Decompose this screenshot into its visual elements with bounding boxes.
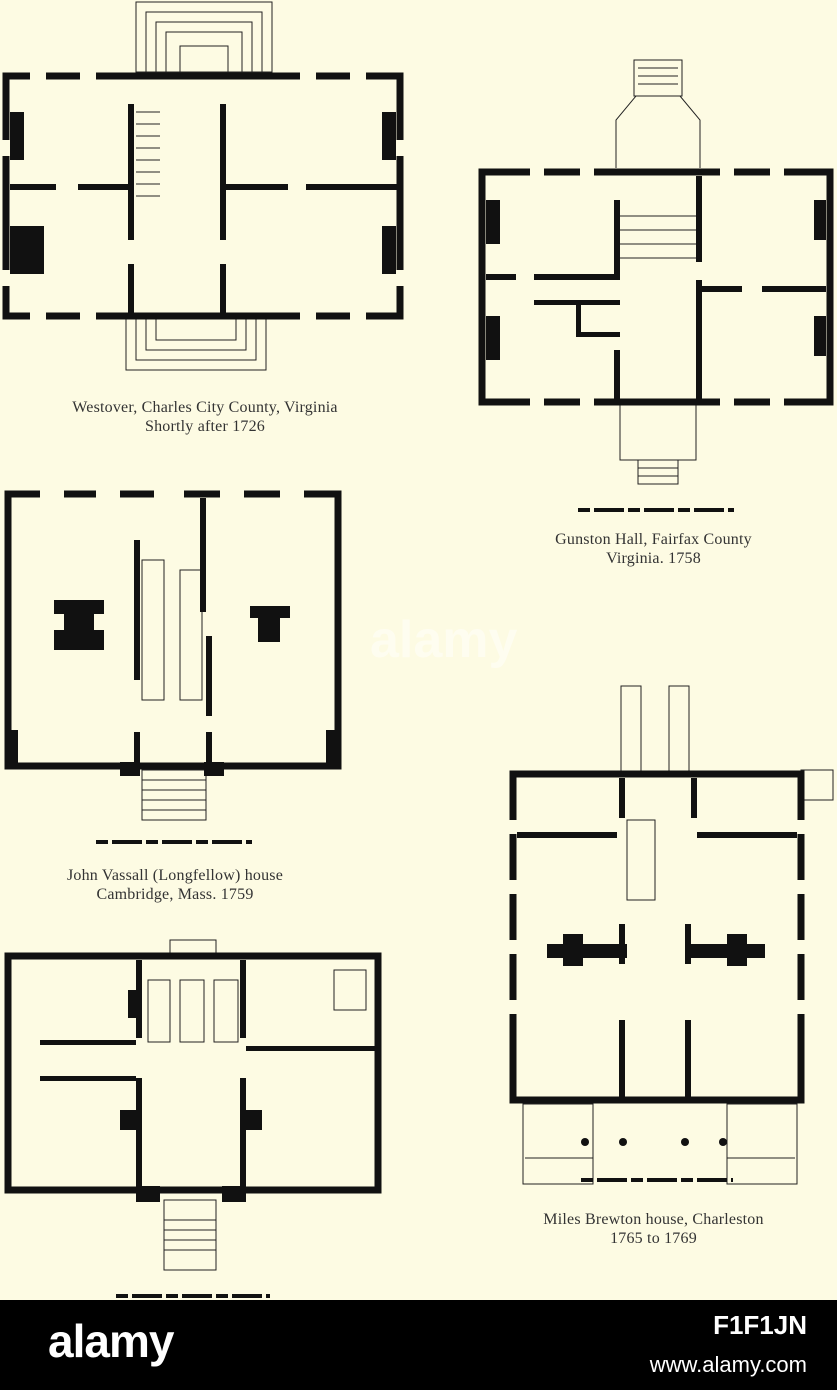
gunston-hall-caption: Gunston Hall, Fairfax County Virginia. 1…: [470, 530, 837, 568]
gunston-hall-floor-plan: [478, 59, 834, 512]
fifth-floor-plan: [4, 939, 382, 1298]
stock-footer-bar: alamy F1F1JN www.alamy.com: [0, 1300, 837, 1390]
watermark-logo: alamy: [370, 611, 518, 669]
caption-line-1: Westover, Charles City County, Virginia: [72, 399, 338, 416]
miles-brewton-floor-plan: [509, 685, 834, 1185]
site-url: www.alamy.com: [649, 1352, 807, 1377]
caption-line-1: Gunston Hall, Fairfax County: [555, 531, 752, 548]
westover-caption: Westover, Charles City County, Virginia …: [0, 398, 410, 436]
caption-line-2: Virginia. 1758: [606, 550, 701, 567]
caption-line-1: John Vassall (Longfellow) house: [66, 867, 284, 884]
caption-line-2: 1765 to 1769: [610, 1230, 697, 1247]
westover-floor-plan: [2, 1, 404, 371]
miles-brewton-caption: Miles Brewton house, Charleston 1765 to …: [470, 1210, 837, 1248]
caption-line-2: Shortly after 1726: [144, 418, 266, 435]
caption-line-1: Miles Brewton house, Charleston: [543, 1211, 764, 1228]
john-vassall-caption: John Vassall (Longfellow) house Cambridg…: [0, 866, 350, 904]
alamy-logo: alamy: [48, 1315, 174, 1367]
image-id: F1F1JN: [713, 1310, 807, 1340]
floor-plan-plate: Westover, Charles City County, Virginia …: [0, 1, 837, 1298]
caption-line-2: Cambridge, Mass. 1759: [96, 886, 254, 903]
john-vassall-floor-plan: [4, 490, 342, 844]
